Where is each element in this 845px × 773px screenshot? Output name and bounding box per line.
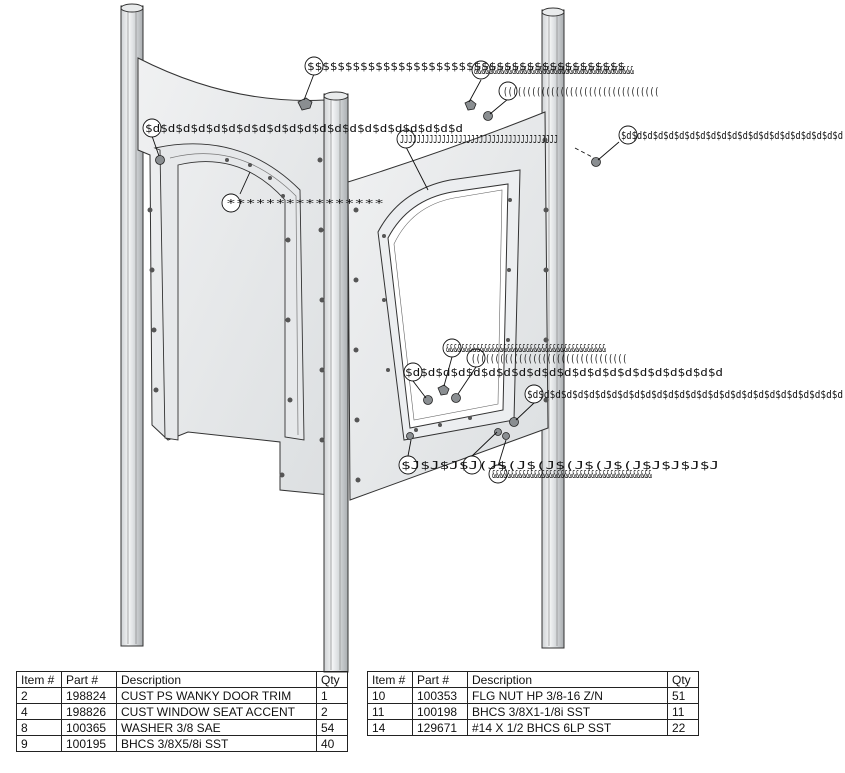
bom-cell: 40 (316, 735, 348, 752)
callout-text-c6: $d$d$d$d$d$d$d$d$d$d$d$d$d$d$d$d$d$d$d$d… (621, 130, 843, 142)
table-row: 2 198824 CUST PS WANKY DOOR TRIM 1 (16, 687, 348, 704)
bolt-holes (147, 137, 549, 483)
bom-cell: 129671 (412, 719, 468, 736)
callout-balloons (142, 56, 638, 484)
callout-text-c7: **************** (226, 198, 384, 210)
bom-cell: 100195 (61, 735, 117, 752)
callout-text-c3: ((((((((((((((((((((((((((((((((( (503, 86, 659, 98)
bom-left-header-part: Part # (61, 671, 117, 688)
leader-lines (151, 73, 620, 467)
table-row: 9 100195 BHCS 3/8X5/8i SST 40 (16, 735, 348, 752)
bom-cell: 22 (667, 719, 699, 736)
bom-left-header-qty: Qty (316, 671, 348, 688)
bom-table-right: Item # Part # Description Qty 10 100353 … (367, 671, 699, 736)
post-left (120, 3, 144, 647)
fasteners (155, 97, 601, 440)
bom-cell: 198824 (61, 687, 117, 704)
callout-text-c1: $$$$$$$$$$$$$$$$$$$$$$$$$$$$$$$$$$$$$$$$… (307, 61, 625, 73)
callout-labels: $$$$$$$$$$$$$$$$$$$$$$$$$$$$$$$$$$$$$$$$… (145, 61, 843, 481)
bom-cell: 14 (367, 719, 413, 736)
bom-cell: 100198 (412, 703, 468, 720)
bom-cell: 11 (667, 703, 699, 720)
bom-cell: CUST PS WANKY DOOR TRIM (116, 687, 317, 704)
bom-cell: 10 (367, 687, 413, 704)
bom-cell: 1 (316, 687, 348, 704)
bom-cell: 2 (16, 687, 62, 704)
bom-right-header-description: Description (467, 671, 668, 688)
bom-cell: 198826 (61, 703, 117, 720)
table-row: 11 100198 BHCS 3/8X1-1/8i SST 11 (367, 703, 699, 720)
callout-text-c11: $d$d$d$d$d$d$d$d$d$d$d$d$d$d$d$d$d$d$d$d… (527, 389, 843, 401)
bom-cell: 2 (316, 703, 348, 720)
bom-cell: 54 (316, 719, 348, 736)
bom-cell: BHCS 3/8X1-1/8i SST (467, 703, 668, 720)
bom-cell: 4 (16, 703, 62, 720)
bom-left-header-row: Item # Part # Description Qty (16, 671, 348, 688)
table-row: 10 100353 FLG NUT HP 3/8-16 Z/N 51 (367, 687, 699, 704)
bom-cell: 11 (367, 703, 413, 720)
bom-right-header-part: Part # (412, 671, 468, 688)
bom-cell: CUST WINDOW SEAT ACCENT (116, 703, 317, 720)
callout-text-c8: &&&&&&&&&&&&&&&&&&&&&&&&&&&&&&&&&&&&&&&&… (446, 343, 606, 355)
callout-text-c12: $J$J$J$J(J$(J$(J$(J$(J$(J$J$J$J$J (401, 460, 719, 472)
table-row: 8 100365 WASHER 3/8 SAE 54 (16, 719, 348, 736)
bom-right-header-item: Item # (367, 671, 413, 688)
callout-text-c9: ((((((((((((((((((((((((((((((((( (471, 353, 627, 365)
bom-cell: WASHER 3/8 SAE (116, 719, 317, 736)
bom-right-header-qty: Qty (667, 671, 699, 688)
bom-right-header-row: Item # Part # Description Qty (367, 671, 699, 688)
callout-text-c13: &&&&&&&&&&&&&&&&&&&&&&&&&&&&&&&&&&&&&&&&… (492, 469, 652, 481)
bom-left-header-item: Item # (16, 671, 62, 688)
bom-cell: 100365 (61, 719, 117, 736)
door-panel-left (137, 57, 331, 496)
callout-text-c10: $d$d$d$d$d$d$d$d$d$d$d$d$d$d$d$d$d$d$d$d… (405, 367, 723, 379)
bom-cell: FLG NUT HP 3/8-16 Z/N (467, 687, 668, 704)
bom-cell: 8 (16, 719, 62, 736)
callout-text-c2: &&&&&&&&&&&&&&&&&&&&&&&&&&&&&&&&&&&&&&&&… (474, 65, 634, 77)
post-right (541, 7, 565, 649)
window-panel-right (347, 111, 549, 501)
bom-table-left: Item # Part # Description Qty 2 198824 C… (16, 671, 348, 752)
callout-text-c5: JJJJJJJJJJJJJJJJJJJJJJJJJJJJJJJJJJJJJJ (400, 134, 558, 146)
bom-left-header-description: Description (116, 671, 317, 688)
table-row: 4 198826 CUST WINDOW SEAT ACCENT 2 (16, 703, 348, 720)
bom-cell: 9 (16, 735, 62, 752)
bom-cell: 51 (667, 687, 699, 704)
bom-cell: BHCS 3/8X5/8i SST (116, 735, 317, 752)
post-middle (323, 91, 349, 673)
callout-text-c4: $d$d$d$d$d$d$d$d$d$d$d$d$d$d$d$d$d$d$d$d… (145, 123, 463, 135)
bom-cell: 100353 (412, 687, 468, 704)
bom-cell: #14 X 1/2 BHCS 6LP SST (467, 719, 668, 736)
table-row: 14 129671 #14 X 1/2 BHCS 6LP SST 22 (367, 719, 699, 736)
